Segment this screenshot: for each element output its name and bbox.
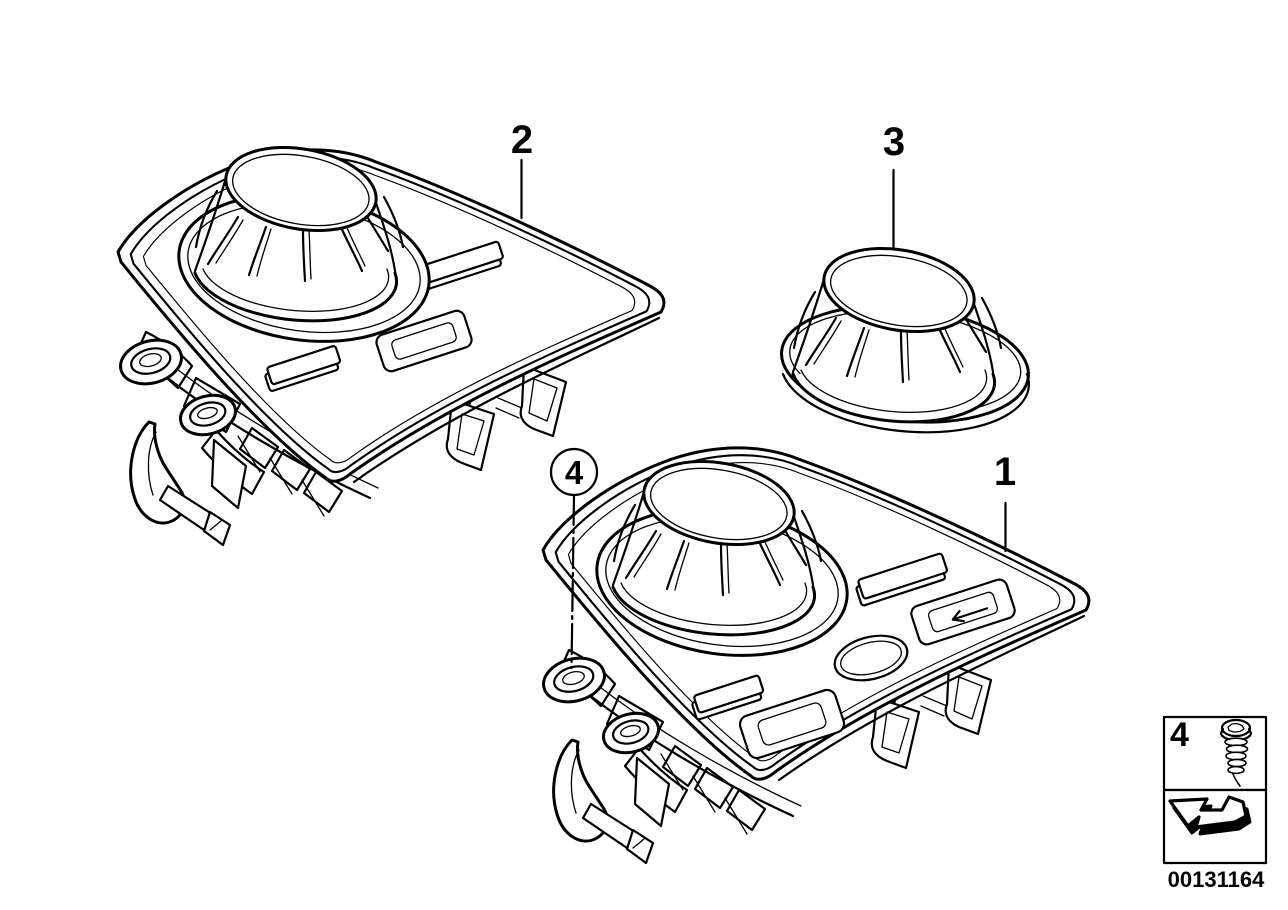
- plate-button-cutout: [375, 309, 473, 373]
- knob-item-3: [780, 235, 1030, 434]
- direction-arrow-icon: [1168, 795, 1252, 836]
- button-arrow-marking: [951, 607, 989, 623]
- callout-2: 2: [511, 118, 533, 220]
- part-number: 00131164: [1168, 867, 1265, 892]
- round-button-hole: [833, 634, 909, 682]
- controller-assembly-item-1: [537, 446, 1091, 865]
- legend: 4 00131164: [1162, 715, 1268, 892]
- plate-edge-thickness: [352, 316, 661, 484]
- callout-label-3[interactable]: 3: [883, 120, 905, 164]
- callout-leader-4: [570, 493, 576, 670]
- plate-button-bar: [855, 552, 948, 607]
- callout-label-4[interactable]: 4: [565, 454, 584, 491]
- callout-label-2[interactable]: 2: [511, 118, 533, 162]
- callout-3: 3: [883, 120, 905, 249]
- plate-button-cutout: [738, 688, 846, 760]
- plate-button-cutout: [910, 578, 1016, 646]
- callout-1: 1: [994, 450, 1016, 553]
- callout-4: 4: [549, 447, 599, 670]
- legend-item-number: 4: [1170, 716, 1189, 754]
- plate-button-bar: [264, 345, 342, 392]
- knob-base-rim: [781, 372, 1030, 434]
- plate-button-bar: [691, 674, 765, 721]
- controller-assembly-item-2: [114, 134, 666, 547]
- screw-icon: [1219, 718, 1253, 787]
- callout-label-1[interactable]: 1: [994, 450, 1016, 494]
